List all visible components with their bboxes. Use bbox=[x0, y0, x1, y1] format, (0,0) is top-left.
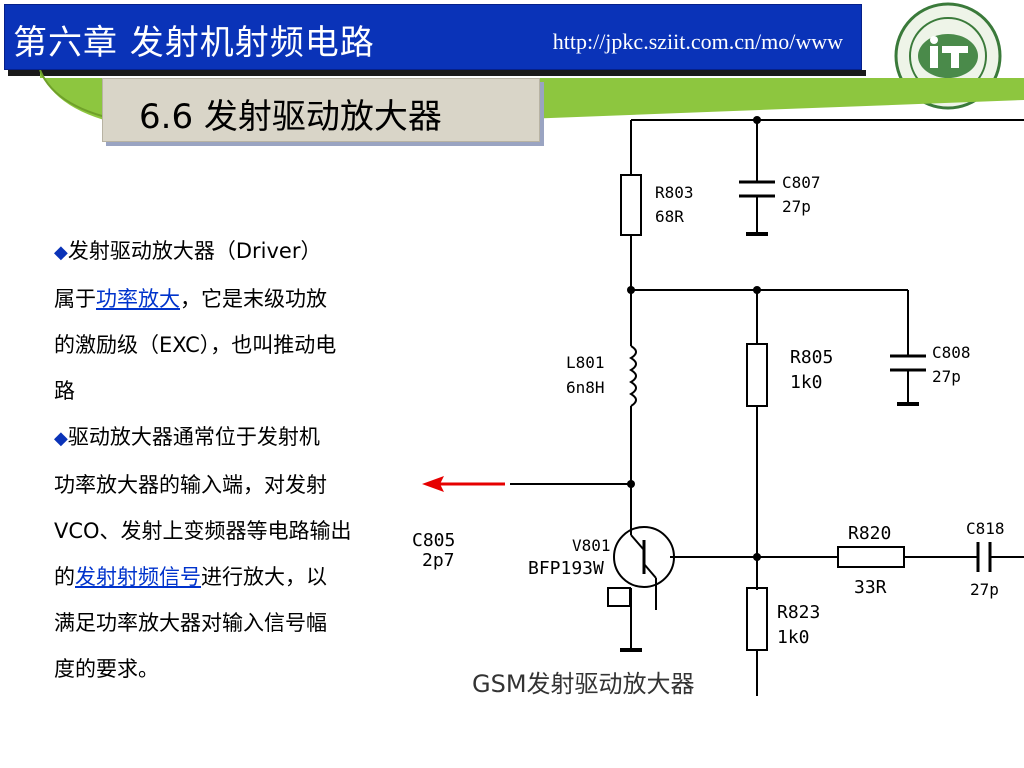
paragraph-1: ◆发射驱动放大器（Driver） 属于功率放大，它是末级功放 的激励级（EXC）… bbox=[54, 228, 414, 414]
signal-input-arrow-icon bbox=[422, 476, 505, 492]
section-title: 6.6 发射驱动放大器 bbox=[139, 97, 442, 137]
c808-ref: C808 bbox=[932, 343, 971, 362]
c807-value: 27p bbox=[782, 197, 811, 216]
r820-ref: R820 bbox=[848, 523, 891, 544]
chapter-title: 第六章 发射机射频电路 bbox=[13, 23, 375, 63]
r803-ref: R803 bbox=[655, 183, 694, 202]
r823-ref: R823 bbox=[777, 602, 820, 623]
diamond-bullet-icon: ◆ bbox=[54, 428, 68, 449]
r823-value: 1k0 bbox=[777, 627, 810, 648]
section-title-box: 6.6 发射驱动放大器 bbox=[102, 78, 540, 142]
p1-line3: 的激励级（EXC），也叫推动电 bbox=[54, 333, 337, 357]
c818-value: 27p bbox=[970, 580, 999, 599]
power-amp-link[interactable]: 功率放大 bbox=[96, 287, 180, 311]
p2-line5: 满足功率放大器对输入信号幅 bbox=[54, 611, 327, 635]
schematic-caption: GSM发射驱动放大器 bbox=[472, 670, 695, 698]
p2-line1: 驱动放大器通常位于发射机 bbox=[67, 425, 320, 449]
diamond-bullet-icon: ◆ bbox=[54, 242, 68, 263]
c818-ref: C818 bbox=[966, 519, 1005, 538]
c808-value: 27p bbox=[932, 367, 961, 386]
p2-line3: VCO、发射上变频器等电路输出 bbox=[54, 519, 352, 543]
header-shadow bbox=[8, 70, 866, 76]
r805-resistor bbox=[746, 343, 768, 407]
v801-value: BFP193W bbox=[528, 558, 604, 579]
paragraph-2: ◆驱动放大器通常位于发射机 功率放大器的输入端，对发射 VCO、发射上变频器等电… bbox=[54, 414, 414, 692]
l801-inductor bbox=[629, 345, 637, 407]
l801-value: 6n8H bbox=[566, 378, 605, 397]
header-banner: 第六章 发射机射频电路 http://jpkc.sziit.com.cn/mo/… bbox=[4, 4, 862, 70]
r803-value: 68R bbox=[655, 207, 684, 226]
r820-value: 33R bbox=[854, 577, 887, 598]
c807-ref: C807 bbox=[782, 173, 821, 192]
r805-value: 1k0 bbox=[790, 372, 823, 393]
l801-ref: L801 bbox=[566, 353, 605, 372]
driver-amplifier-schematic: R803 68R C807 27p L801 6n8H R805 1k0 C80… bbox=[412, 116, 1024, 698]
r823-resistor bbox=[746, 587, 768, 651]
p2-post: 进行放大，以 bbox=[201, 565, 327, 589]
c805-value: 2p7 bbox=[422, 550, 455, 571]
v801-ref: V801 bbox=[572, 536, 611, 555]
v801-transistor bbox=[613, 526, 675, 588]
body-text: ◆发射驱动放大器（Driver） 属于功率放大，它是末级功放 的激励级（EXC）… bbox=[54, 228, 414, 692]
r803-resistor bbox=[620, 174, 642, 236]
c805-ref: C805 bbox=[412, 530, 455, 551]
header-url[interactable]: http://jpkc.sziit.com.cn/mo/www bbox=[552, 29, 843, 54]
p2-line6: 度的要求。 bbox=[54, 657, 159, 681]
p2-line2: 功率放大器的输入端，对发射 bbox=[54, 473, 327, 497]
p1-line1: 发射驱动放大器（Driver） bbox=[67, 239, 322, 263]
r820-resistor bbox=[837, 546, 905, 568]
p2-pre: 的 bbox=[54, 565, 75, 589]
p1-post: ，它是末级功放 bbox=[180, 287, 327, 311]
header-bar: 第六章 发射机射频电路 http://jpkc.sziit.com.cn/mo/… bbox=[0, 0, 866, 78]
rf-signal-link[interactable]: 发射射频信号 bbox=[75, 565, 201, 589]
p1-pre: 属于 bbox=[54, 287, 96, 311]
r805-ref: R805 bbox=[790, 347, 833, 368]
p1-line4: 路 bbox=[54, 379, 75, 403]
